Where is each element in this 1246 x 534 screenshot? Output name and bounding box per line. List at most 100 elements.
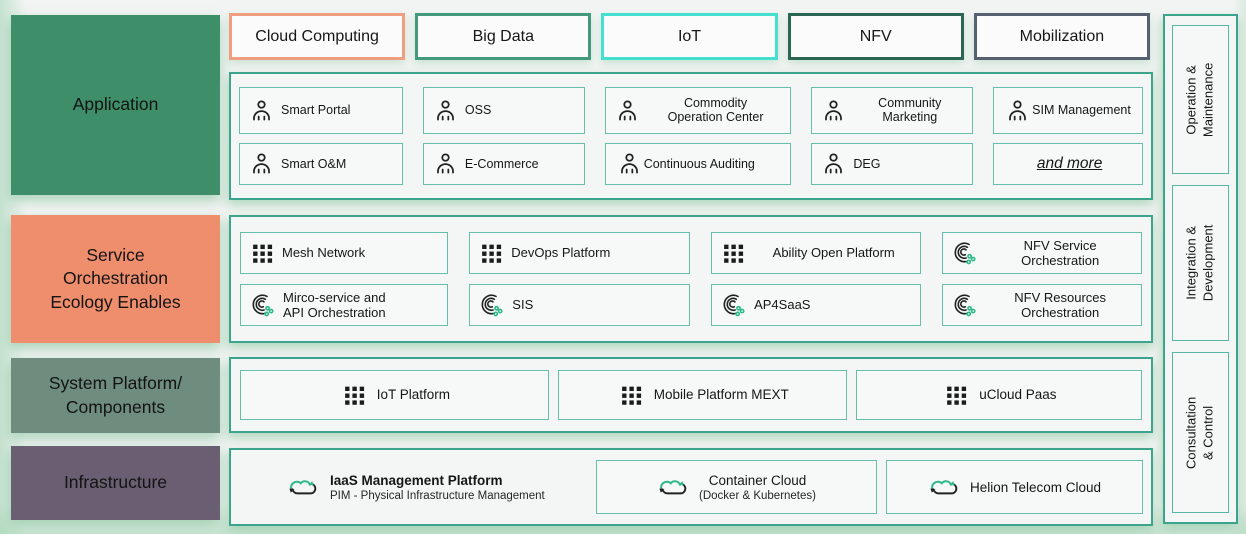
orchestration-flow-icon [479, 292, 505, 318]
person-icon [821, 98, 846, 123]
sidebar-integration-development: Integration & Development [1172, 185, 1229, 342]
sys-item-label: IoT Platform [376, 387, 450, 403]
person-icon [821, 151, 846, 176]
sidebar-consultation-control: Consultation & Control [1172, 352, 1229, 514]
lifecycle-sidebar: Operation & Maintenance Integration & De… [1163, 14, 1238, 524]
sys-item-label: uCloud Paas [979, 387, 1057, 403]
row-label-system-platform: System Platform/ Components [11, 358, 220, 433]
app-item-label: DEG [853, 156, 881, 171]
app-item-oss: OSS [422, 87, 585, 134]
svc-item-label: NFV Service Orchestration [1021, 237, 1100, 268]
grid-icon [721, 241, 746, 266]
infra-item-iaas-management: IaaS Management Platform PIM - Physical … [287, 473, 587, 502]
orchestration-flow-icon [952, 292, 978, 318]
grid-icon [944, 383, 969, 408]
app-item-e-commerce: E-Commerce [422, 142, 585, 185]
tab-nfv[interactable]: NFV [787, 13, 964, 60]
app-item-label: Smart O&M [281, 156, 347, 171]
system-platform-panel: IoT Platform Mobile Platform MEXT uCloud… [229, 357, 1153, 433]
svc-item-label: Ability Open Platform [772, 245, 895, 261]
tab-mobilization[interactable]: Mobilization [973, 13, 1151, 60]
infrastructure-row: IaaS Management Platform PIM - Physical … [231, 450, 1151, 524]
orchestration-flow-icon [721, 292, 747, 318]
cloud-sync-icon [287, 475, 318, 500]
svc-item-label: Mesh Network [282, 245, 366, 261]
tab-big-data[interactable]: Big Data [415, 13, 592, 60]
row-label-service-orchestration: Service Orchestration Ecology Enables [11, 215, 220, 343]
svc-item-mesh-network: Mesh Network [240, 232, 449, 274]
infra-item-container-cloud: Container Cloud (Docker & Kubernetes) [596, 460, 877, 514]
app-item-label: Commodity Operation Center [667, 95, 764, 125]
person-icon [1005, 98, 1030, 123]
svc-item-microservice-api-orchestration: Mirco-service and API Orchestration [240, 284, 449, 326]
svc-item-label: NFV Resources Orchestration [1014, 289, 1107, 320]
app-item-label: Smart Portal [281, 103, 351, 117]
app-item-commodity-operation-center: Commodity Operation Center [604, 87, 792, 134]
orchestration-flow-icon [250, 292, 276, 318]
svc-item-nfv-resources-orchestration: NFV Resources Orchestration [942, 284, 1142, 326]
sidebar-label: Integration & Development [1183, 224, 1216, 302]
service-orchestration-panel: Mesh Network DevOps Platform Ability Ope… [229, 215, 1153, 343]
infra-item-text: IaaS Management Platform PIM - Physical … [330, 473, 545, 502]
sys-item-iot-platform: IoT Platform [240, 370, 549, 420]
sys-item-mobile-platform-mext: Mobile Platform MEXT [557, 370, 847, 420]
service-grid: Mesh Network DevOps Platform Ability Ope… [231, 217, 1151, 341]
app-item-sim-management: SIM Management [993, 87, 1143, 134]
grid-icon [619, 383, 644, 408]
app-item-label: Community Marketing [878, 95, 942, 125]
infra-item-text: Container Cloud (Docker & Kubernetes) [699, 473, 816, 502]
infra-item-subtitle: (Docker & Kubernetes) [699, 489, 816, 502]
sys-item-ucloud-paas: uCloud Paas [855, 370, 1142, 420]
infra-item-title: Container Cloud [708, 472, 807, 488]
system-row: IoT Platform Mobile Platform MEXT uCloud… [231, 359, 1151, 431]
svc-item-devops-platform: DevOps Platform [469, 232, 691, 274]
app-item-smart-oam: Smart O&M [239, 142, 403, 185]
cloud-sync-icon [657, 475, 688, 500]
svc-item-ability-open-platform: Ability Open Platform [711, 232, 922, 274]
app-item-label: OSS [464, 103, 492, 117]
person-icon [249, 151, 274, 176]
infra-item-helion-telecom-cloud: Helion Telecom Cloud [886, 460, 1143, 514]
and-more-label: and more [1036, 154, 1103, 172]
application-grid: Smart Portal OSS Commodity Operation Cen… [231, 74, 1151, 198]
svc-item-sis: SIS [469, 284, 691, 326]
infra-item-subtitle: PIM - Physical Infrastructure Management [330, 489, 545, 502]
sidebar-label: Consultation & Control [1183, 396, 1216, 469]
grid-icon [342, 383, 367, 408]
cloud-sync-icon [928, 475, 959, 500]
svc-item-nfv-service-orchestration: NFV Service Orchestration [942, 232, 1142, 274]
sidebar-operation-maintenance: Operation & Maintenance [1172, 25, 1229, 175]
app-item-community-marketing: Community Marketing [811, 87, 974, 134]
grid-icon [479, 241, 504, 266]
app-item-deg: DEG [811, 142, 974, 185]
svc-item-label: AP4SaaS [754, 297, 811, 313]
app-item-label: Continuous Auditing [643, 156, 755, 171]
person-icon [433, 98, 458, 123]
grid-icon [250, 241, 275, 266]
sys-item-label: Mobile Platform MEXT [653, 387, 789, 403]
person-icon [615, 98, 640, 123]
person-icon [617, 151, 642, 176]
tab-iot[interactable]: IoT [601, 13, 778, 60]
infra-item-title: IaaS Management Platform [330, 472, 503, 488]
svc-item-ap4saas: AP4SaaS [711, 284, 922, 326]
app-item-smart-portal: Smart Portal [239, 87, 403, 134]
app-item-and-more: and more [993, 142, 1143, 185]
infrastructure-panel: IaaS Management Platform PIM - Physical … [229, 448, 1153, 526]
row-label-application: Application [11, 15, 220, 195]
person-icon [249, 98, 274, 123]
app-item-label: SIM Management [1032, 103, 1131, 117]
domain-tabs: Cloud Computing Big Data IoT NFV Mobiliz… [229, 13, 1151, 60]
infra-item-title: Helion Telecom Cloud [969, 479, 1102, 495]
person-icon [433, 151, 458, 176]
tab-cloud-computing[interactable]: Cloud Computing [229, 13, 406, 60]
infra-item-text: Helion Telecom Cloud [970, 480, 1101, 495]
app-item-label: E-Commerce [464, 156, 539, 171]
sidebar-label: Operation & Maintenance [1183, 62, 1216, 137]
app-item-continuous-auditing: Continuous Auditing [604, 142, 792, 185]
svc-item-label: Mirco-service and API Orchestration [283, 289, 386, 320]
svc-item-label: DevOps Platform [511, 245, 611, 261]
row-label-infrastructure: Infrastructure [11, 446, 220, 520]
svc-item-label: SIS [512, 297, 534, 313]
